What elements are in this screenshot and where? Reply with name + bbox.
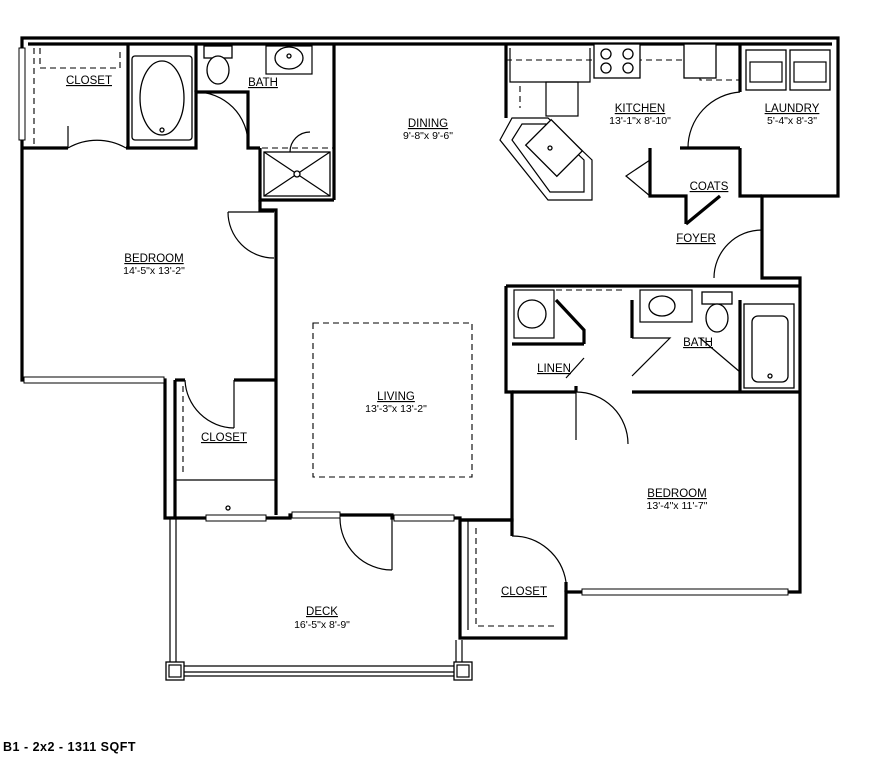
range-fixture (593, 43, 641, 79)
deck-dims: 16'-5"x 8'-9" (294, 619, 350, 631)
bedroom-second-label: BEDROOM (647, 488, 706, 500)
toilet-fixture-2 (701, 291, 733, 333)
shower-fixture (263, 131, 331, 197)
coats-label: COATS (690, 181, 729, 193)
washer-dryer-fixture (745, 49, 831, 91)
bathtub-fixture (131, 55, 193, 141)
sink-fixture-2 (639, 289, 693, 323)
living-dims: 13'-3"x 13'-2" (365, 403, 427, 415)
deck (165, 518, 473, 681)
refrigerator-fixture (683, 43, 717, 79)
dining-label: DINING (408, 118, 448, 130)
closet-west-label: CLOSET (201, 432, 247, 444)
bedroom-master-label: BEDROOM (124, 253, 183, 265)
windows (18, 47, 789, 596)
kitchen-label: KITCHEN (615, 103, 665, 115)
fixtures (131, 43, 831, 511)
room-labels: CLOSET BATH DINING 9'-8"x 9'-6" KITCHEN … (66, 75, 820, 631)
water-heater-fixture (513, 289, 555, 339)
laundry-dims: 5'-4"x 8'-3" (767, 115, 817, 127)
bathtub-fixture-2 (743, 303, 795, 389)
toilet-fixture (203, 45, 233, 85)
laundry-label: LAUNDRY (765, 103, 820, 115)
bath-second-label: BATH (683, 337, 713, 349)
linen-label: LINEN (537, 363, 571, 375)
foyer-label: FOYER (676, 233, 716, 245)
closet-se-label: CLOSET (501, 586, 547, 598)
kitchen-island (499, 117, 593, 201)
bedroom-second-dims: 13'-4"x 11'-7" (647, 500, 708, 512)
deck-label: DECK (306, 606, 338, 618)
plan-caption: B1 - 2x2 - 1311 SQFT (3, 740, 136, 754)
bedroom-master-dims: 14'-5"x 13'-2" (123, 265, 185, 277)
interior-walls (22, 44, 800, 630)
kitchen-dims: 13'-1"x 8'-10" (609, 115, 671, 127)
closet-nw-label: CLOSET (66, 75, 112, 87)
doors (67, 91, 763, 583)
living-label: LIVING (377, 391, 415, 403)
bath-master-label: BATH (248, 77, 278, 89)
dining-dims: 9'-8"x 9'-6" (403, 130, 453, 142)
sink-fixture (265, 45, 313, 75)
